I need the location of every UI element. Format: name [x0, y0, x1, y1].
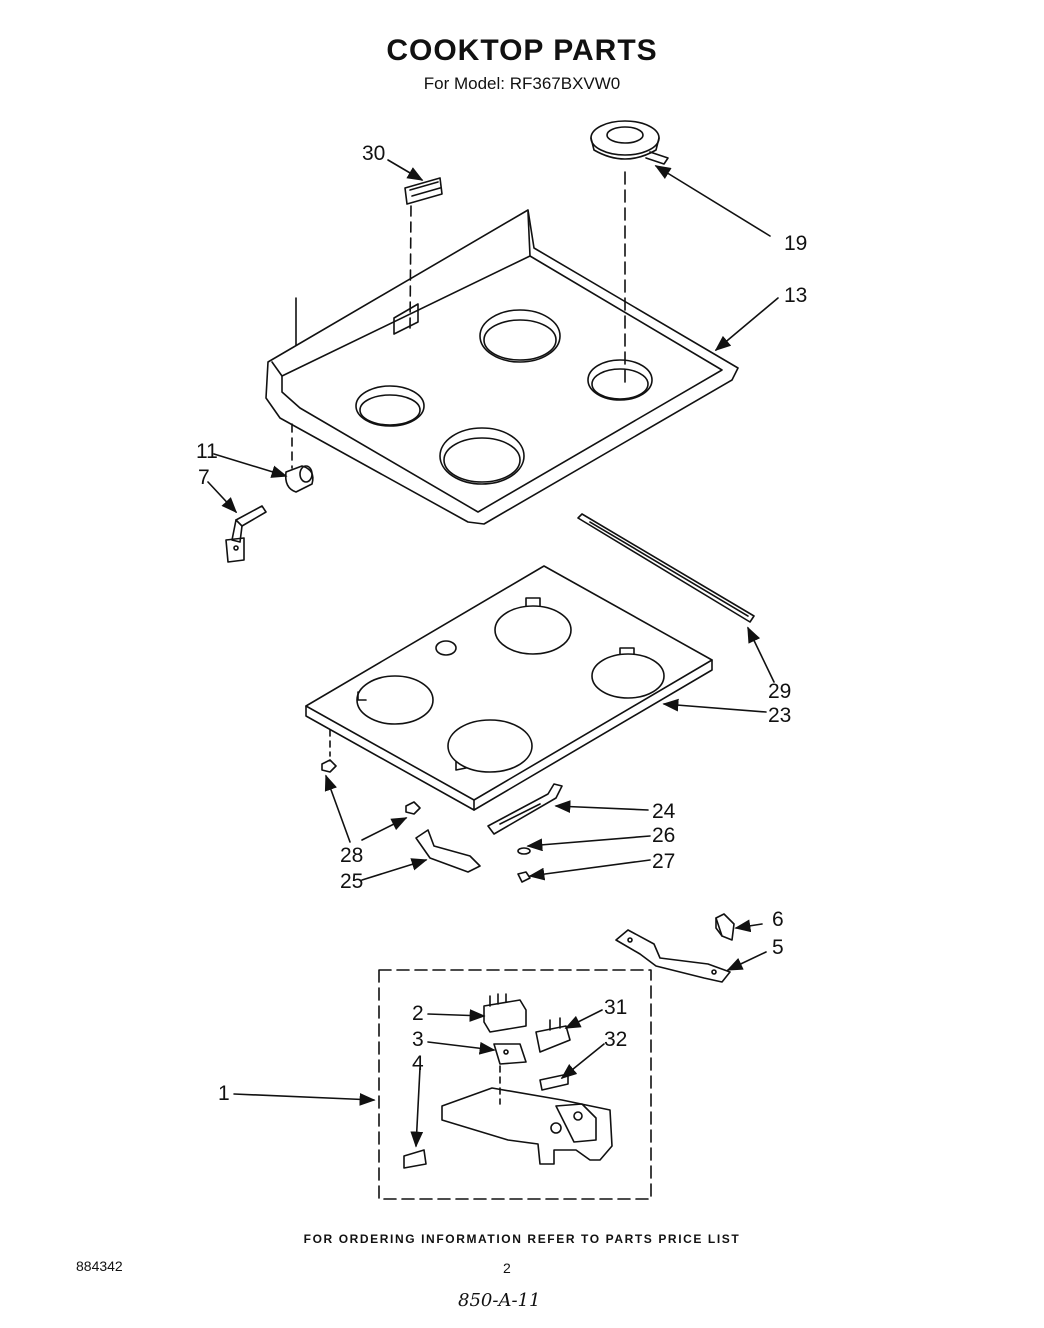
bracket-and-clip-parts	[615, 913, 735, 983]
callout-label: 4	[412, 1052, 424, 1075]
callout-labels: 30 19 13 11 7 29 23 24 26 27 28 25 6 5 2…	[196, 142, 807, 1105]
terminal-connector-parts	[225, 465, 314, 563]
callout-label: 32	[604, 1028, 627, 1051]
main-cooktop-part	[265, 209, 739, 525]
cooktop-liner-part	[305, 565, 713, 811]
callout-label: 19	[784, 232, 807, 255]
callout-label: 13	[784, 284, 807, 307]
page-title: COOKTOP PARTS	[386, 34, 658, 67]
model-subtitle: For Model: RF367BXVW0	[423, 74, 621, 93]
mounting-hardware-parts	[321, 759, 563, 883]
trim-strip-part	[577, 513, 755, 623]
callout-label: 2	[412, 1002, 424, 1025]
callout-label: 24	[652, 800, 676, 823]
ordering-note: FOR ORDERING INFORMATION REFER TO PARTS …	[303, 1232, 741, 1246]
callout-label: 5	[772, 936, 784, 959]
page-number: 2	[503, 1260, 511, 1276]
handwritten-note: 850-A-11	[458, 1290, 541, 1311]
leader-lines	[207, 159, 779, 1148]
callout-label: 27	[652, 850, 675, 873]
callout-label: 3	[412, 1028, 424, 1051]
callout-label: 23	[768, 704, 791, 727]
callout-label: 6	[772, 908, 784, 931]
callout-label: 31	[604, 996, 627, 1019]
callout-label: 28	[340, 844, 363, 867]
callout-label: 26	[652, 824, 675, 847]
callout-label: 29	[768, 680, 791, 703]
surface-element-part	[590, 120, 669, 386]
callout-label: 1	[218, 1082, 230, 1105]
switch-assembly-part	[378, 969, 652, 1200]
callout-label: 30	[362, 142, 385, 165]
document-number: 884342	[76, 1258, 123, 1274]
callout-label: 7	[198, 466, 210, 489]
callout-label: 11	[196, 440, 218, 463]
callout-label: 25	[340, 870, 363, 893]
